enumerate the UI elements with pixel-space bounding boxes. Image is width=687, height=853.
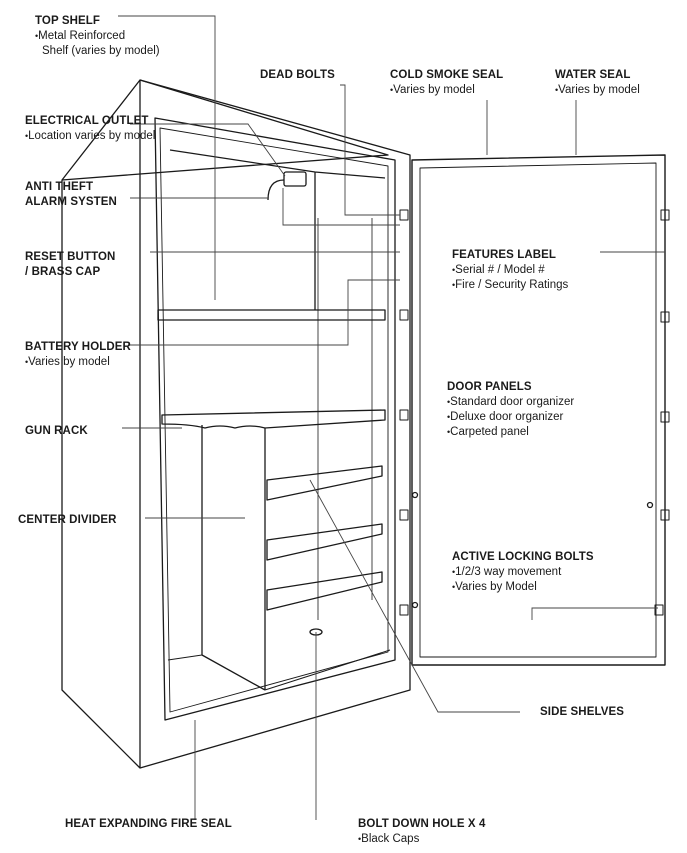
- electrical-outlet-line-1: Location varies by model: [25, 129, 155, 144]
- leader-anti-theft-2: [282, 188, 400, 226]
- top-shelf-title: TOP SHELF: [35, 15, 101, 27]
- reset-button-title-2: / BRASS CAP: [25, 266, 101, 278]
- water-seal-line-1: Varies by model: [555, 83, 640, 98]
- door-panels-title: DOOR PANELS: [447, 381, 532, 393]
- leader-battery: [128, 279, 400, 346]
- side-shelves-title: SIDE SHELVES: [540, 706, 625, 718]
- center-divider: [201, 425, 266, 691]
- cold-smoke-seal-line-1: Varies by model: [390, 83, 503, 98]
- side-shelf-2: [266, 523, 383, 561]
- label-active-locking-bolts: ACTIVE LOCKING BOLTS 1/2/3 way movement …: [452, 550, 594, 595]
- gun-rack-shelf: [161, 409, 386, 429]
- label-features: FEATURES LABEL Serial # / Model # Fire /…: [452, 248, 568, 293]
- safe-opening: [154, 117, 396, 721]
- safe-floor: [167, 649, 391, 691]
- leader-lines: [118, 15, 665, 820]
- label-reset-button: RESET BUTTON / BRASS CAP: [25, 250, 115, 280]
- alarm-cable: [267, 179, 285, 201]
- door-panels-line-2: Deluxe door organizer: [447, 410, 574, 425]
- label-heat-expanding: HEAT EXPANDING FIRE SEAL: [65, 817, 232, 832]
- label-side-shelves: SIDE SHELVES: [540, 705, 624, 720]
- top-shelf: [157, 309, 386, 321]
- door-panels-line-3: Carpeted panel: [447, 425, 574, 440]
- leader-active-bolts: [531, 607, 658, 620]
- active-locking-bolts-line-1: 1/2/3 way movement: [452, 565, 594, 580]
- leader-dead-bolts: [340, 84, 400, 216]
- heat-expanding-title: HEAT EXPANDING FIRE SEAL: [65, 818, 232, 830]
- side-shelf-1: [266, 465, 383, 501]
- interior-back-wall: [169, 149, 386, 310]
- safe-front-frame: [139, 79, 411, 769]
- features-title: FEATURES LABEL: [452, 249, 557, 261]
- reset-button-title-1: RESET BUTTON: [25, 251, 116, 263]
- label-water-seal: WATER SEAL Varies by model: [555, 68, 640, 98]
- label-electrical-outlet: ELECTRICAL OUTLET Location varies by mod…: [25, 114, 155, 144]
- label-gun-rack: GUN RACK: [25, 424, 88, 439]
- battery-holder-line-1: Varies by model: [25, 355, 131, 370]
- side-shelf-3: [266, 571, 383, 611]
- electrical-outlet: [283, 171, 307, 187]
- leader-top-shelf: [118, 15, 216, 300]
- door-locking-bolts: [654, 209, 670, 616]
- label-battery-holder: BATTERY HOLDER Varies by model: [25, 340, 131, 370]
- label-dead-bolts: DEAD BOLTS: [260, 68, 335, 83]
- label-door-panels: DOOR PANELS Standard door organizer Delu…: [447, 380, 574, 440]
- door-panels-line-1: Standard door organizer: [447, 395, 574, 410]
- bolt-down-title: BOLT DOWN HOLE X 4: [358, 818, 486, 830]
- safe-illustration: [61, 79, 670, 769]
- active-locking-bolts-title: ACTIVE LOCKING BOLTS: [452, 551, 594, 563]
- label-cold-smoke-seal: COLD SMOKE SEAL Varies by model: [390, 68, 503, 98]
- top-shelf-line-1: Metal Reinforced: [35, 29, 160, 44]
- dead-bolts-title: DEAD BOLTS: [260, 69, 335, 81]
- label-top-shelf: TOP SHELF Metal Reinforced Shelf (varies…: [35, 14, 160, 59]
- water-seal-title: WATER SEAL: [555, 69, 631, 81]
- anti-theft-title-1: ANTI THEFT: [25, 181, 94, 193]
- center-divider-title: CENTER DIVIDER: [18, 514, 117, 526]
- label-bolt-down: BOLT DOWN HOLE X 4 Black Caps: [358, 817, 485, 847]
- leader-electrical: [130, 123, 286, 177]
- active-locking-bolts-line-2: Varies by Model: [452, 580, 594, 595]
- gun-rack-title: GUN RACK: [25, 425, 88, 437]
- electrical-outlet-title: ELECTRICAL OUTLET: [25, 115, 149, 127]
- safe-door: [411, 154, 666, 666]
- leader-side-shelves: [309, 479, 520, 713]
- features-line-2: Fire / Security Ratings: [452, 278, 568, 293]
- frame-dead-bolts: [399, 209, 409, 616]
- top-shelf-line-2: Shelf (varies by model): [42, 45, 160, 57]
- safe-top: [61, 79, 389, 181]
- label-anti-theft: ANTI THEFT ALARM SYSTEN: [25, 180, 117, 210]
- label-center-divider: CENTER DIVIDER: [18, 513, 117, 528]
- battery-holder-title: BATTERY HOLDER: [25, 341, 131, 353]
- features-line-1: Serial # / Model #: [452, 263, 568, 278]
- cold-smoke-seal-title: COLD SMOKE SEAL: [390, 69, 504, 81]
- anti-theft-title-2: ALARM SYSTEN: [25, 196, 117, 208]
- bolt-down-line-1: Black Caps: [358, 832, 485, 847]
